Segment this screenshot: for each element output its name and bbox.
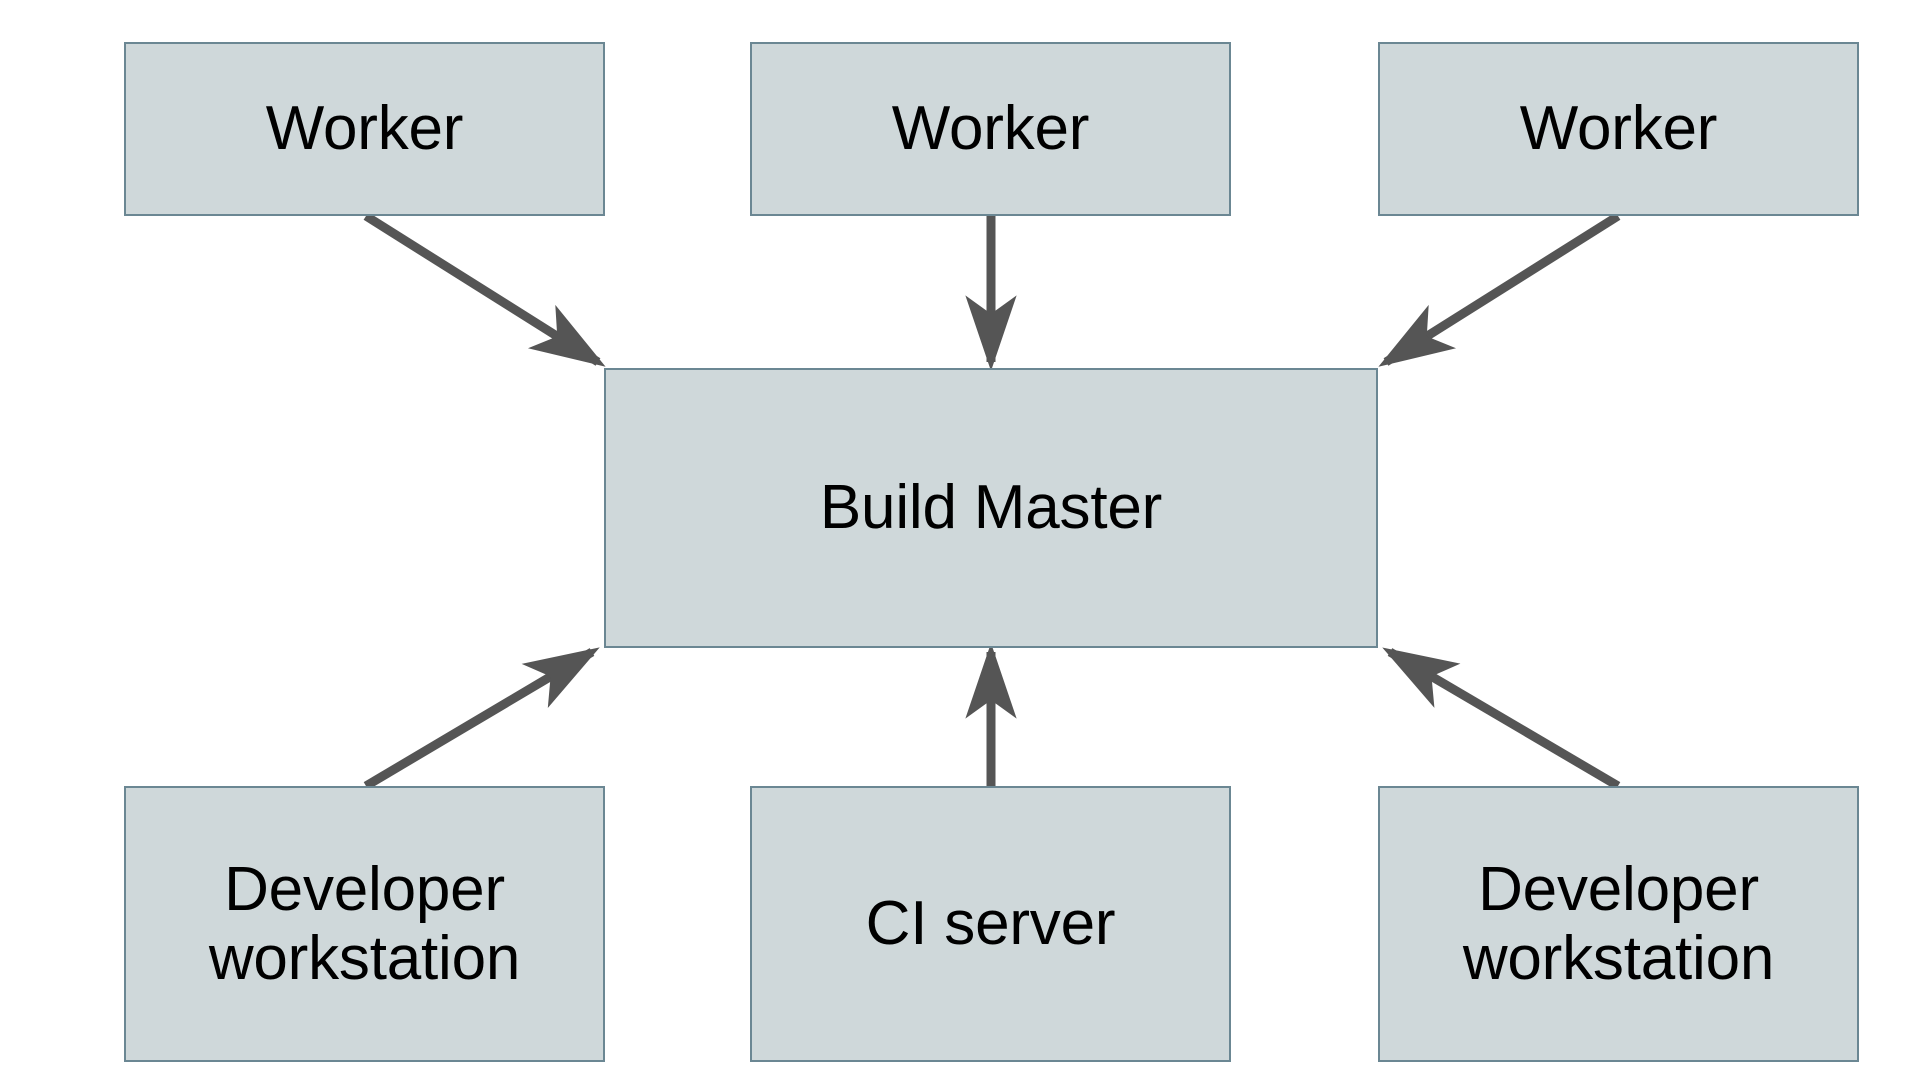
node-worker-3-label: Worker [1519,94,1718,164]
node-developer-workstation-left-label: Developer workstation [208,854,521,993]
edge-dev-2-to-build-master [1382,647,1621,790]
edge-worker-3-to-build-master [1378,212,1621,367]
node-developer-workstation-left[interactable]: Developer workstation [124,786,605,1062]
node-worker-1[interactable]: Worker [124,42,605,216]
node-worker-2[interactable]: Worker [750,42,1231,216]
edge-worker-1-to-build-master [363,212,606,367]
node-build-master[interactable]: Build Master [604,368,1378,648]
node-ci-server-label: CI server [865,889,1116,959]
node-worker-3[interactable]: Worker [1378,42,1859,216]
node-developer-workstation-right[interactable]: Developer workstation [1378,786,1859,1062]
edge-dev-1-to-build-master [363,647,600,790]
node-worker-1-label: Worker [265,94,464,164]
node-developer-workstation-right-label: Developer workstation [1462,854,1775,993]
node-worker-2-label: Worker [891,94,1090,164]
node-ci-server[interactable]: CI server [750,786,1231,1062]
node-build-master-label: Build Master [819,473,1163,543]
